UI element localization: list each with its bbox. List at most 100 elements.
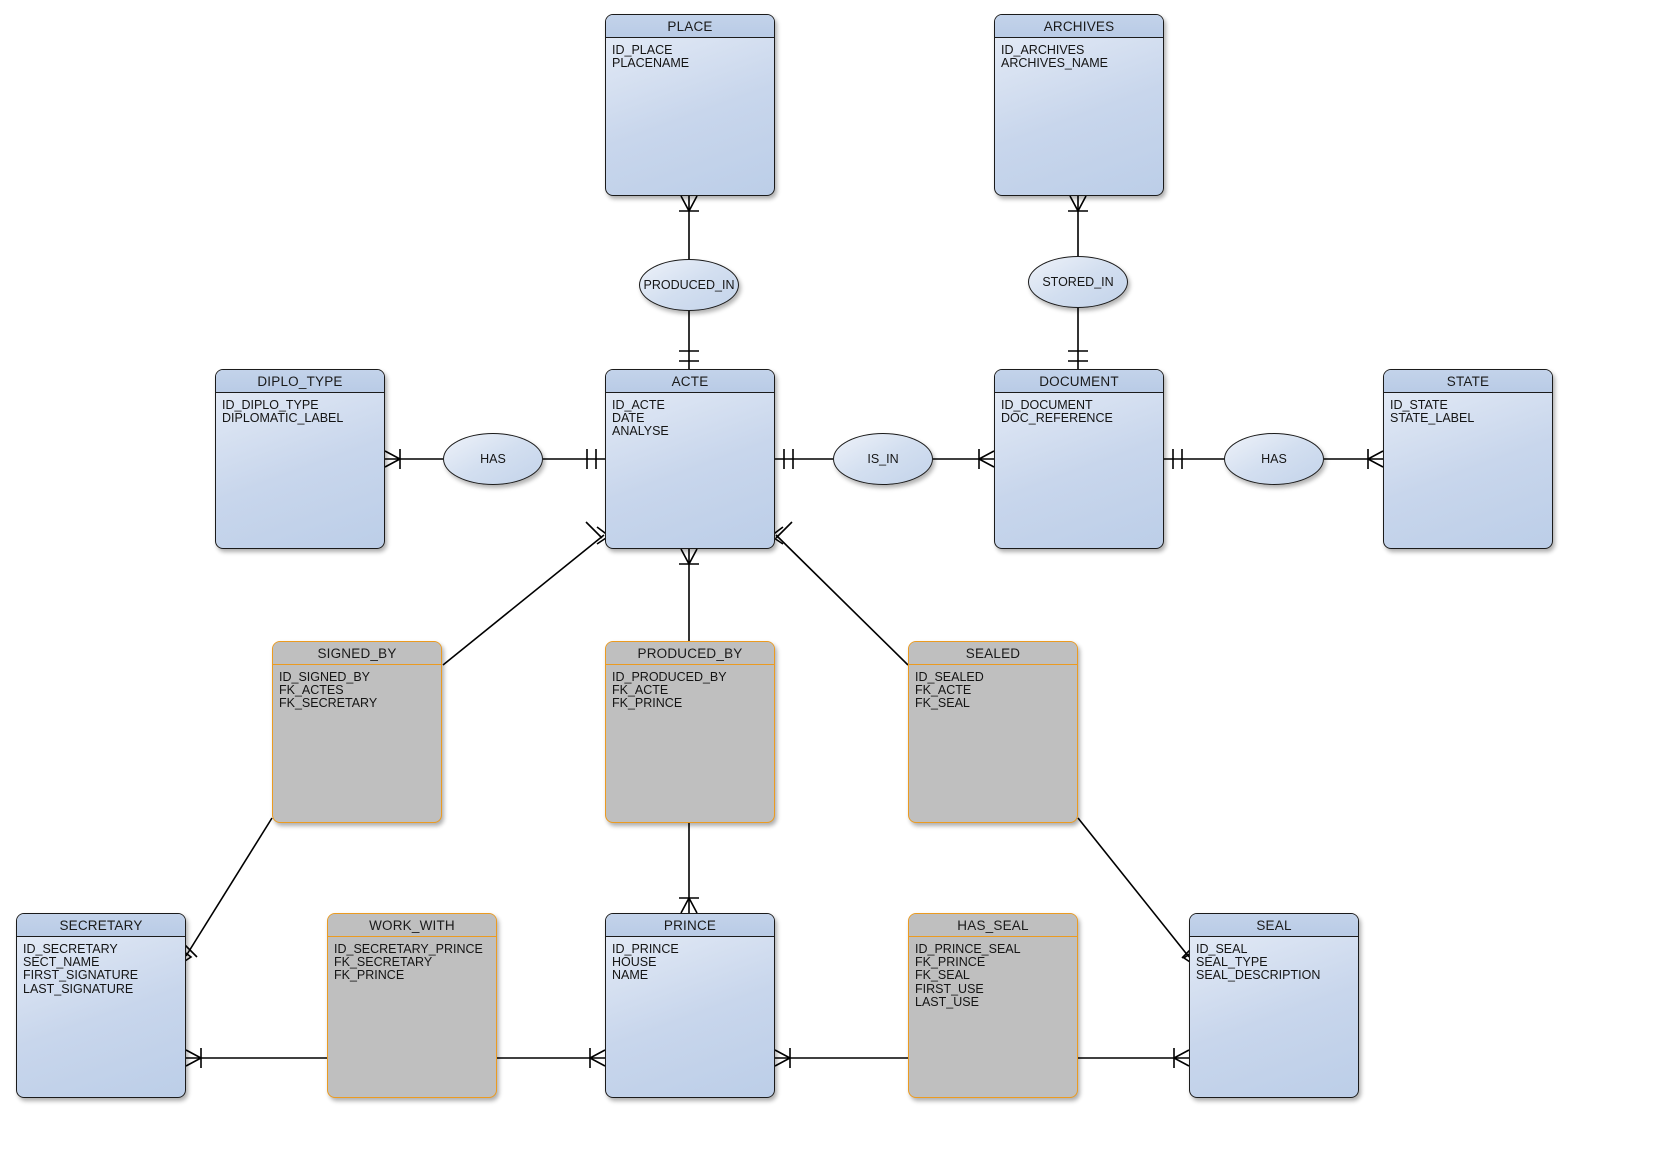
attribute-row: FK_ACTE [612, 683, 669, 698]
crowfoot-place [680, 195, 698, 213]
attribute-row: LAST_USE [915, 994, 979, 1009]
attribute-row: FK_SECRETARY [334, 955, 433, 970]
attribute-row: ID_DIPLO_TYPE [222, 398, 319, 412]
entity-title-signed_by: SIGNED_BY [273, 642, 441, 665]
entity-title-archives: ARCHIVES [995, 15, 1163, 38]
attribute-row: SECT_NAME [23, 955, 100, 970]
attribute-row: DATE [612, 411, 645, 426]
tick-acte-signedby [585, 521, 603, 539]
crowfoot-document-left [977, 450, 995, 468]
attribute-row: SEAL_TYPE [1196, 955, 1268, 970]
attribute-row: FK_PRINCE [915, 955, 986, 970]
entity-title-document: DOCUMENT [995, 370, 1163, 393]
attribute-row: ID_SEALED [915, 670, 984, 684]
attribute-row: FK_ACTE [915, 683, 972, 698]
tick-acte-sealed [775, 521, 793, 539]
attribute-row: ID_SECRETARY [23, 942, 118, 956]
attribute-row: FIRST_SIGNATURE [23, 968, 139, 983]
attribute-row: ID_PRODUCED_BY [612, 670, 727, 684]
attribute-row: HOUSE [612, 955, 657, 970]
attribute-row: ID_STATE [1390, 398, 1448, 412]
attribute-row: FK_ACTES [279, 683, 344, 698]
attribute-row: ID_SIGNED_BY [279, 670, 371, 684]
crowfoot-prince-right [774, 1049, 792, 1067]
attribute-row: ID_SECRETARY_PRINCE [334, 942, 483, 956]
edge-acte-sealed [775, 534, 909, 666]
attribute-row: FK_SEAL [915, 696, 970, 711]
edge-sealed-seal [1077, 817, 1190, 958]
attribute-row: ID_PLACE [612, 43, 673, 57]
crowfoot-prince-top [680, 896, 698, 914]
attribute-row: SEAL_DESCRIPTION [1196, 968, 1321, 983]
crowfoot-prince-left [588, 1049, 606, 1067]
entity-title-acte: ACTE [606, 370, 774, 393]
relationship-produced_in[interactable]: PRODUCED_IN [639, 259, 739, 311]
relationship-has_diplo[interactable]: HAS [443, 433, 543, 485]
attribute-row: ARCHIVES_NAME [1001, 56, 1108, 71]
attribute-row: DOC_REFERENCE [1001, 411, 1113, 426]
attribute-row: FK_PRINCE [612, 696, 683, 711]
entity-title-state: STATE [1384, 370, 1552, 393]
edge-signedby-secretary [185, 817, 273, 957]
attribute-row: ID_ARCHIVES [1001, 43, 1085, 57]
attribute-row: PLACENAME [612, 56, 690, 71]
relationship-label: HAS [1261, 452, 1287, 466]
attribute-row: ID_PRINCE_SEAL [915, 942, 1021, 956]
relationship-has_state[interactable]: HAS [1224, 433, 1324, 485]
crowfoot-archives [1069, 195, 1087, 213]
crowfoot-state [1366, 450, 1384, 468]
attribute-row: NAME [612, 968, 649, 983]
relationship-label: HAS [480, 452, 506, 466]
attribute-row: ID_DOCUMENT [1001, 398, 1093, 412]
attribute-row: ID_PRINCE [612, 942, 679, 956]
entity-title-diplo_type: DIPLO_TYPE [216, 370, 384, 393]
attribute-row: STATE_LABEL [1390, 411, 1475, 426]
relationship-is_in[interactable]: IS_IN [833, 433, 933, 485]
crowfoot-seal-left [1172, 1049, 1190, 1067]
entity-title-prince: PRINCE [606, 914, 774, 937]
attribute-row: DIPLOMATIC_LABEL [222, 411, 344, 426]
crowfoot-diplotype [384, 450, 402, 468]
entity-title-secretary: SECRETARY [17, 914, 185, 937]
attribute-row: ID_SEAL [1196, 942, 1248, 956]
relationship-label: PRODUCED_IN [643, 278, 735, 292]
relationship-label: IS_IN [867, 452, 899, 466]
attribute-row: LAST_SIGNATURE [23, 981, 134, 996]
entity-title-has_seal: HAS_SEAL [909, 914, 1077, 937]
edge-acte-signedby [442, 534, 605, 666]
attribute-row: ID_ACTE [612, 398, 665, 412]
attribute-row: FK_SECRETARY [279, 696, 378, 711]
relationship-label: STORED_IN [1042, 275, 1114, 289]
relationship-stored_in[interactable]: STORED_IN [1028, 256, 1128, 308]
entity-title-work_with: WORK_WITH [328, 914, 496, 937]
